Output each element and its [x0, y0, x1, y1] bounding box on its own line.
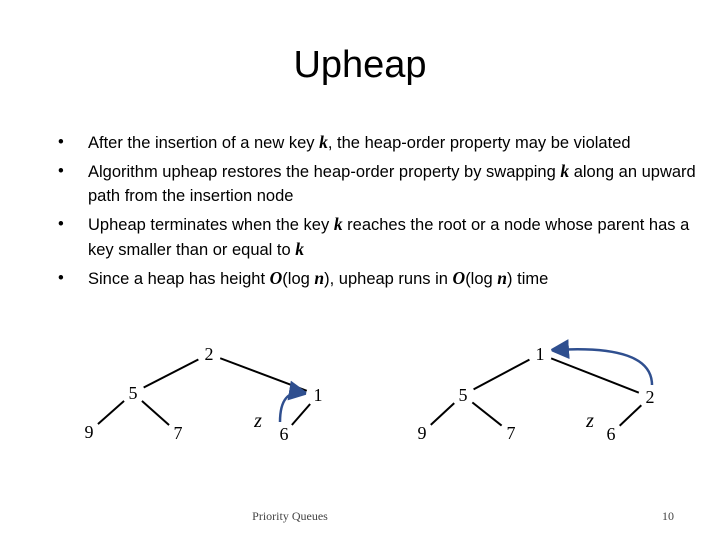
- node-circle: [197, 342, 221, 366]
- bullet-item: Since a heap has height O(log n), upheap…: [58, 266, 698, 291]
- tree-edge: [132, 353, 210, 394]
- math-symbol: k: [295, 239, 305, 259]
- swap-arrow: [278, 380, 309, 423]
- node-circle: [306, 383, 330, 407]
- node-key: 1: [314, 385, 323, 405]
- node-key: 2: [205, 344, 214, 364]
- heap-node: 6: [272, 422, 296, 446]
- node-circle: [272, 422, 296, 446]
- heap-node: 1: [306, 383, 330, 407]
- bullet-list: After the insertion of a new key k, the …: [58, 130, 698, 295]
- node-circle: [599, 422, 623, 446]
- page-number: 10: [662, 509, 674, 523]
- swap-arrow: [549, 339, 654, 386]
- node-key: 2: [646, 387, 655, 407]
- node-key: 7: [174, 423, 183, 443]
- node-circle: [121, 381, 145, 405]
- heap-node: 7: [499, 421, 523, 445]
- node-circle: [451, 383, 475, 407]
- heap-after-swap: 1 5 2 9 7 6z: [410, 339, 662, 446]
- insertion-label: z: [585, 410, 594, 432]
- tree-edge: [208, 353, 319, 396]
- math-symbol: O: [452, 268, 466, 288]
- node-circle: [410, 421, 434, 445]
- heap-node: 5: [121, 381, 145, 405]
- heap-node: 9: [410, 421, 434, 445]
- math-symbol: k: [560, 161, 570, 181]
- math-symbol: n: [497, 268, 508, 288]
- node-circle: [77, 420, 101, 444]
- math-symbol: k: [319, 132, 328, 152]
- heap-node: 7: [166, 421, 190, 445]
- footer-title: Priority Queues: [252, 509, 328, 523]
- node-circle: [166, 421, 190, 445]
- heap-before-swap: 2 5 1 9 7 6z: [77, 342, 330, 446]
- heap-node: 5: [451, 383, 475, 407]
- bullet-item: Upheap terminates when the key k reaches…: [58, 212, 698, 262]
- math-symbol: k: [333, 214, 343, 234]
- tree-edge: [539, 353, 651, 398]
- node-key: 9: [418, 423, 427, 443]
- tree-edge: [462, 353, 541, 396]
- node-circle: [638, 385, 662, 409]
- heap-node: 2: [638, 385, 662, 409]
- heap-node: 9: [77, 420, 101, 444]
- math-symbol: n: [314, 268, 325, 288]
- node-key: 9: [85, 422, 94, 442]
- heap-node: 2: [197, 342, 221, 366]
- node-key: 6: [280, 424, 289, 444]
- node-key: 5: [129, 383, 138, 403]
- bullet-item: Algorithm upheap restores the heap-order…: [58, 159, 698, 208]
- node-key: 6: [607, 424, 616, 444]
- node-key: 7: [507, 423, 516, 443]
- math-symbol: O: [269, 268, 283, 288]
- node-key: 5: [459, 385, 468, 405]
- heap-node: 1: [528, 342, 552, 366]
- node-circle: [499, 421, 523, 445]
- insertion-label: z: [253, 410, 262, 432]
- node-key: 1: [536, 344, 545, 364]
- bullet-item: After the insertion of a new key k, the …: [58, 130, 698, 155]
- node-circle: [528, 342, 552, 366]
- slide-title: Upheap: [293, 44, 427, 86]
- heap-node: 6: [599, 422, 623, 446]
